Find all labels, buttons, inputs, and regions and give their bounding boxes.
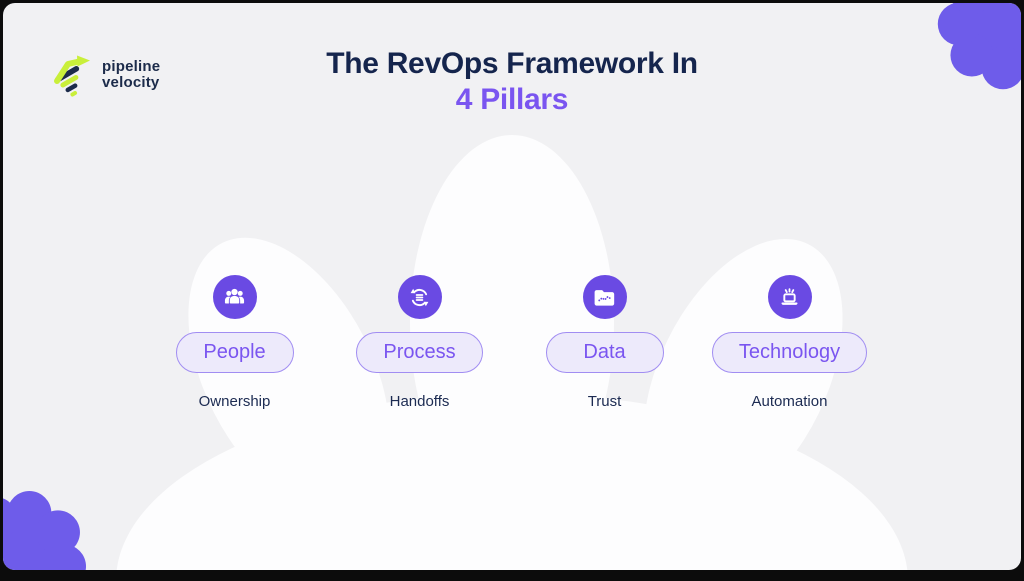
technology-laptop-icon — [767, 275, 812, 319]
page-title-line2: 4 Pillars — [455, 83, 569, 116]
people-group-icon — [212, 275, 257, 319]
data-pill: Data — [545, 332, 664, 373]
process-sublabel: Handoffs — [389, 393, 450, 410]
people-pill: People — [175, 332, 294, 373]
pillar-technology: Technology Automation — [697, 275, 882, 410]
title-block: The RevOps Framework In 4 Pillars — [3, 47, 1021, 117]
pillar-people: People Ownership — [142, 275, 327, 410]
logo-text-line2: velocity — [102, 74, 160, 91]
logo-text-line1: pipeline — [102, 57, 161, 75]
process-cycle-icon — [397, 275, 442, 319]
logo: pipeline velocity — [47, 51, 160, 99]
pillar-data: Data Trust — [512, 275, 697, 410]
infographic-canvas: pipeline velocity The RevOps Framework I… — [3, 3, 1021, 570]
data-sublabel: Trust — [587, 393, 622, 410]
data-folder-chart-icon — [582, 275, 627, 319]
logo-text: pipeline velocity — [102, 57, 161, 92]
people-sublabel: Ownership — [198, 393, 271, 410]
pillars-row: People Ownership Process Handoffs — [142, 275, 882, 410]
technology-pill: Technology — [711, 332, 868, 373]
pipeline-velocity-arrow-funnel-icon — [54, 55, 90, 97]
process-pill: Process — [356, 332, 483, 373]
technology-sublabel: Automation — [751, 393, 828, 410]
pillar-process: Process Handoffs — [327, 275, 512, 410]
page-title-line1: The RevOps Framework In — [326, 47, 698, 80]
